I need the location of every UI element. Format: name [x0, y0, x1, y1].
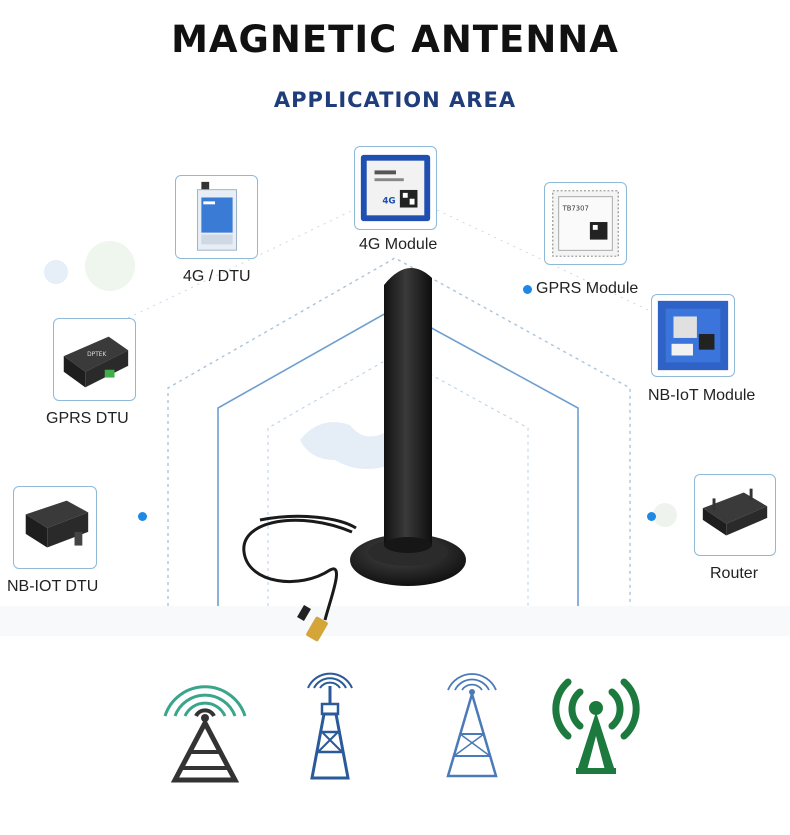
- bullet-dot-gprs-module: [523, 285, 532, 294]
- label-gprs-module: GPRS Module: [536, 280, 639, 297]
- nb-iot-dtu-icon: [25, 500, 89, 548]
- 4g-dtu-icon: [196, 181, 237, 251]
- label-nb-iot-module: NB-IoT Module: [648, 387, 756, 404]
- card-nb-iot-module: [651, 294, 735, 377]
- signal-tower-gray-icon: [163, 685, 247, 783]
- card-gprs-dtu: DPTEK: [53, 318, 136, 401]
- card-4g-module: 4G: [354, 146, 437, 230]
- chip-text-dtu: DPTEK: [87, 352, 106, 358]
- 4g-module-icon: 4G: [360, 154, 431, 222]
- nb-iot-module-icon: [657, 300, 729, 371]
- card-gprs-module: TB7307: [544, 182, 627, 265]
- label-router: Router: [710, 565, 759, 582]
- label-4g-dtu: 4G / DTU: [183, 268, 251, 285]
- router-icon: [702, 488, 768, 536]
- bullet-dot-router: [647, 512, 656, 521]
- card-4g-dtu: [175, 175, 258, 259]
- bullet-dot-nb-iot-dtu: [138, 512, 147, 521]
- card-nb-iot-dtu: [13, 486, 97, 569]
- gprs-module-icon: TB7307: [552, 190, 619, 257]
- signal-tower-lightblue-icon: [446, 673, 498, 778]
- signal-tower-blue-icon: [307, 672, 353, 780]
- page-title: MAGNETIC ANTENNA: [171, 18, 619, 61]
- gprs-dtu-icon: DPTEK: [63, 336, 129, 388]
- page-subtitle: APPLICATION AREA: [273, 88, 517, 112]
- card-router: [694, 474, 776, 556]
- signal-tower-green-icon: [552, 678, 640, 774]
- chip-text-4g: 4G: [382, 197, 395, 207]
- label-4g-module: 4G Module: [359, 236, 438, 253]
- chip-text-gprs: TB7307: [562, 204, 589, 212]
- label-nb-iot-dtu: NB-IOT DTU: [7, 578, 99, 595]
- label-gprs-dtu: GPRS DTU: [46, 410, 129, 427]
